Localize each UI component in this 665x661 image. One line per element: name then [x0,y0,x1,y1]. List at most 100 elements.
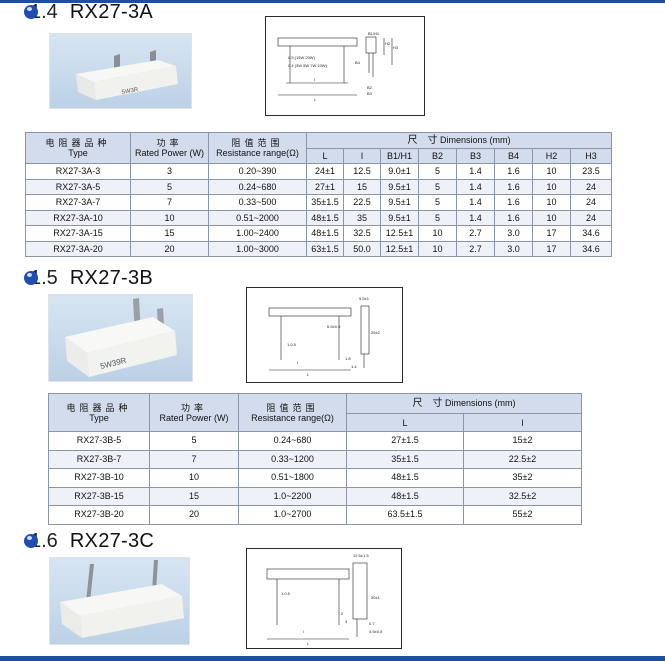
svg-text:0.4 (3W 5W 7W 10W): 0.4 (3W 5W 7W 10W) [288,63,328,68]
section-title-rx27-3b: 1.5 RX27-3B [24,266,153,290]
table-cell: 1.4 [456,194,495,211]
table-cell: 10 [532,194,571,211]
table-cell: 27±1 [306,178,344,195]
table-cell: 35 [343,209,381,226]
table-cell: RX27-3B-5 [48,431,150,451]
table-cell: 20 [130,240,209,257]
table-cell: RX27-3A-7 [25,194,131,211]
table-cell: 3 [130,163,209,180]
product-photo-rx27-3c [49,557,190,645]
table-cell: 48±1.5 [306,209,344,226]
table-cell: 5 [418,178,457,195]
section-title-rx27-3a: 1.4 RX27-3A [24,0,153,24]
table-cell: 1.00~3000 [208,240,307,257]
resistor-photo-3a: 5W3R [76,50,178,100]
svg-text:L: L [307,372,310,377]
header-col-h2: H2 [532,148,571,164]
bottom-accent-bar [0,656,665,661]
table-cell: 48±1.5 [346,468,464,488]
table-cell: 63±1.5 [306,240,344,257]
table-cell: 10 [418,225,457,242]
table-cell: RX27-3A-5 [25,178,131,195]
section-title-rx27-3c: 1.6 RX27-3C [24,529,154,553]
header-col-L: L [346,413,464,432]
table-cell: 2.7 [456,240,495,257]
section-number: 1.5 [30,266,58,289]
svg-text:L: L [314,97,317,102]
svg-text:4.5±0.5: 4.5±0.5 [369,629,383,634]
dimension-drawing-rx27-3c: 12.5±1.5 30±1 1.0.5 L l 2 3 4.5±0.5 0.7 [246,548,402,649]
table-cell: 10 [532,163,571,180]
table-cell: 20 [149,505,239,525]
table-cell: 0.51~1800 [238,468,347,488]
table-cell: 35±1.5 [306,194,344,211]
table-cell: RX27-3B-7 [48,449,150,469]
svg-text:l: l [297,360,298,365]
header-col-b4: B4 [494,148,533,164]
table-cell: 0.51~2000 [208,209,307,226]
table-cell: 12.5±1 [380,240,419,257]
svg-text:0.5 (15W 20W): 0.5 (15W 20W) [288,55,316,60]
table-cell: 27±1.5 [346,431,464,451]
table-cell: 22.5±2 [463,449,582,469]
table-cell: 1.6 [494,194,533,211]
dimension-drawing-rx27-3b: 9.5±1 25±2 6.5±0.5 1.0.5 L l 1.8 1.4 [246,287,403,383]
svg-text:B3: B3 [367,91,373,96]
table-cell: 5 [418,209,457,226]
header-dimensions: 尺 寸 Dimensions (mm) [346,393,582,414]
table-cell: 1.0~2200 [238,486,347,506]
product-photo-rx27-3b: 5W39R [48,294,193,382]
table-cell: RX27-3B-15 [48,486,150,506]
resistor-photo-3b: 5W39R [65,298,177,377]
svg-text:1.8: 1.8 [345,356,351,361]
table-cell: 35±1.5 [346,449,464,469]
table-cell: 55±2 [463,505,582,525]
table-cell: 9.0±1 [380,163,419,180]
table-cell: 15 [149,486,239,506]
section-model: RX27-3C [69,529,155,552]
table-cell: RX27-3B-10 [48,468,150,488]
svg-text:2: 2 [341,611,344,616]
section-bullet-icon [24,5,38,19]
table-cell: 34.6 [569,225,613,242]
table-cell: RX27-3A-15 [25,225,131,242]
table-cell: 10 [532,178,571,195]
svg-text:1.0.5: 1.0.5 [287,342,297,347]
header-col-l: l [463,413,582,432]
table-cell: 5 [149,431,239,451]
svg-text:3: 3 [345,619,348,624]
svg-text:1.4: 1.4 [351,364,357,369]
table-cell: 17 [532,240,571,257]
table-cell: 1.00~2400 [208,225,307,242]
table-cell: RX27-3B-20 [48,505,150,525]
table-cell: 9.5±1 [380,194,419,211]
section-bullet-icon [24,534,38,548]
section-model: RX27-3B [69,266,154,289]
table-cell: 1.4 [456,209,495,226]
table-cell: 9.5±1 [380,209,419,226]
svg-text:25±2: 25±2 [371,330,381,335]
table-cell: 48±1.5 [306,225,344,242]
dimension-drawing-rx27-3a: H2 H3 B4 0.5 (15W 20W) 0.4 (3W 5W 7W 10W… [265,16,425,116]
svg-text:0.7: 0.7 [369,621,375,626]
table-cell: 3.0 [494,225,533,242]
table-cell: 17 [532,225,571,242]
table-cell: 35±2 [463,468,582,488]
svg-text:12.5±1.5: 12.5±1.5 [353,553,369,558]
table-cell: RX27-3A-10 [25,209,131,226]
table-cell: 50.0 [343,240,381,257]
table-cell: 24 [569,194,613,211]
table-cell: 1.4 [456,163,495,180]
